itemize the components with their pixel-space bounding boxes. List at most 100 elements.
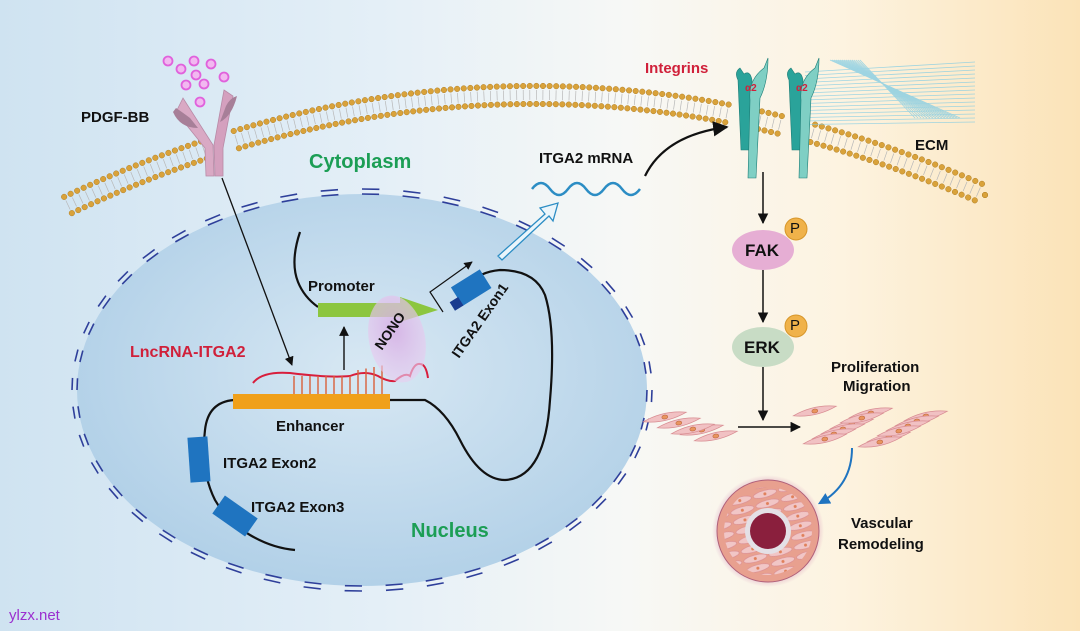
ecm-fiber — [804, 105, 976, 111]
lipid-head — [440, 86, 447, 94]
lipid-tail — [156, 161, 161, 171]
integrin-alpha-subunit — [787, 67, 804, 151]
lipid-tail — [254, 129, 258, 139]
lipid-tail — [601, 92, 603, 103]
lipid-head — [559, 83, 566, 90]
integrin-beta-subunit — [747, 57, 769, 179]
envelope-dash — [580, 257, 593, 269]
lipid-head — [313, 124, 320, 132]
itga2-exon2 — [187, 436, 211, 483]
lipid-tail — [824, 132, 828, 142]
lipid-head — [912, 153, 919, 160]
lipid-head — [487, 83, 494, 90]
lipid-head — [878, 142, 885, 149]
itga2-mrna-label: ITGA2 mRNA — [539, 150, 634, 167]
lipid-head — [978, 180, 985, 187]
lipid-head — [429, 106, 436, 113]
envelope-dash — [385, 583, 403, 587]
nono-protein — [368, 295, 426, 383]
lipid-head — [300, 127, 307, 135]
lipid-head — [329, 103, 336, 110]
lipid-head — [358, 115, 365, 123]
lipid-tail — [78, 194, 84, 204]
lipid-head — [80, 184, 87, 191]
envelope-dash — [162, 529, 176, 539]
lipid-head — [932, 180, 939, 187]
envelope-dash — [190, 551, 206, 560]
lipid-head — [93, 178, 100, 185]
envelope-dash — [639, 333, 646, 346]
lipid-head — [177, 164, 185, 171]
lipid-head — [971, 197, 978, 204]
lipid-head — [872, 139, 879, 146]
cytoplasm-label: Cytoplasm — [309, 151, 412, 173]
nucleus — [77, 194, 647, 586]
lipid-head — [448, 104, 456, 111]
watermark: ylzx.net — [9, 607, 60, 624]
lipid-tail — [692, 102, 696, 113]
lipid-head — [237, 126, 244, 133]
lipid-head — [94, 198, 101, 205]
lipid-tail — [725, 108, 729, 119]
envelope-dash — [402, 195, 420, 199]
lipid-head — [599, 85, 606, 92]
lipid-head — [952, 169, 959, 176]
lipid-tail — [870, 146, 875, 157]
cells-to-vessel-arrow — [817, 447, 853, 505]
lipid-head — [364, 114, 371, 121]
lipid-head — [579, 84, 586, 91]
lipid-head — [487, 101, 494, 108]
lipid-head — [126, 165, 133, 172]
smooth-muscle-cell — [642, 411, 688, 423]
envelope-dash — [613, 470, 622, 483]
lipid-head — [319, 123, 326, 130]
lipid-tail — [188, 149, 193, 160]
lipid-tail — [607, 92, 610, 103]
itga2-exon3-label: ITGA2 Exon3 — [251, 499, 345, 516]
lipid-tail — [332, 110, 336, 121]
lipid-head — [598, 103, 605, 110]
lipid-head — [565, 101, 572, 108]
lipid-head — [494, 101, 501, 108]
lipid-head — [120, 187, 127, 194]
lipid-tail — [169, 156, 174, 167]
lipid-tail — [942, 173, 948, 183]
lipid-head — [709, 116, 716, 123]
lipid-tail — [280, 122, 284, 132]
lipid-head — [403, 109, 410, 116]
lipid-head — [722, 119, 729, 126]
lipid-head — [414, 89, 421, 96]
lipid-head — [559, 101, 566, 108]
envelope-dash — [634, 446, 641, 459]
lipid-tail — [312, 114, 316, 125]
lipid-head — [533, 82, 540, 89]
nucleus-label: Nucleus — [411, 520, 489, 542]
lipid-head — [390, 110, 397, 117]
lipid-head — [945, 166, 952, 173]
lipid-tail — [837, 136, 841, 146]
lipid-head — [361, 97, 368, 104]
lipid-tail — [143, 166, 148, 176]
lipid-head — [872, 159, 880, 166]
lipid-tail — [398, 99, 401, 110]
ecm-fiber — [804, 69, 976, 80]
lipid-head — [652, 90, 659, 97]
lipid-head — [833, 146, 840, 153]
lipid-tail — [404, 98, 407, 109]
envelope-dash — [576, 261, 589, 272]
lipid-head — [818, 123, 825, 130]
smooth-muscle-cell — [802, 433, 848, 445]
lipid-head — [965, 194, 972, 201]
lipid-tail — [719, 107, 722, 118]
lipid-head — [612, 86, 619, 93]
promoter-label: Promoter — [308, 278, 375, 295]
lipid-head — [619, 86, 626, 93]
fak-node — [732, 230, 794, 270]
mrna-to-integrin-arrow — [644, 121, 729, 177]
lipid-head — [407, 90, 415, 97]
lipid-head — [388, 93, 395, 100]
lipid-head — [886, 163, 893, 170]
lipid-tail — [857, 142, 861, 152]
lipid-head — [474, 102, 481, 109]
